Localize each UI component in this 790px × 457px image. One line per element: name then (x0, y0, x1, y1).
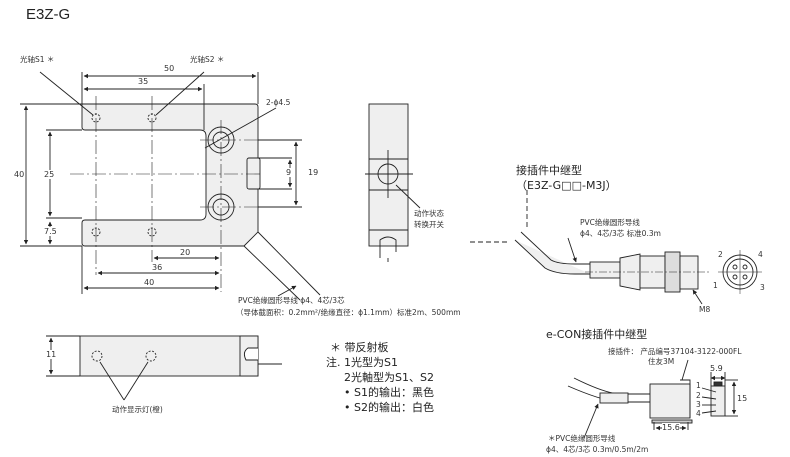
note-line2: 2光軸型为S1、S2 (344, 371, 434, 384)
m8-pin-3: 3 (760, 283, 765, 292)
connector-relay-model: （E3Z-G□□-M3J） (516, 179, 617, 192)
dim-hole-to-s1: 36 (152, 263, 163, 272)
dim-slot-height: 25 (44, 170, 55, 179)
m8-cable-line2: ϕ4、4芯/3芯 标准0.3m (580, 229, 661, 238)
center-lines (70, 96, 262, 292)
note-star: ＊ 带反射板 (330, 341, 389, 354)
econ-connector-drawing (567, 359, 738, 439)
m8-pin-1: 1 (713, 281, 718, 290)
page-title: E3Z-G (26, 6, 71, 23)
dim-lower-arm: 7.5 (44, 227, 57, 236)
econ-cable-line2: ϕ4、4芯/3芯 0.3m/0.5m/2m (546, 445, 649, 454)
m8-connector-drawing (470, 190, 762, 305)
front-dimensions (20, 72, 302, 294)
leader-s1 (39, 71, 94, 116)
econ-pin-2: 2 (696, 391, 701, 400)
econ-connector-line2: 住友3M (648, 357, 675, 366)
m8-cable-line1: PVC绝缘圆形导线 (580, 218, 640, 227)
axis-s2-label: 光轴S2 ＊ (190, 55, 225, 64)
econ-pin-3: 3 (696, 400, 701, 409)
switch-label-line1: 动作状态 (414, 209, 444, 218)
dim-hole-to-s2: 20 (180, 248, 191, 257)
econ-cable-line1: ＊PVC绝缘圆形导线 (548, 434, 616, 443)
econ-pin-4: 4 (696, 409, 701, 418)
switch-label-line2: 转换开关 (414, 220, 444, 229)
side-view-body (365, 103, 421, 262)
switch-leader (395, 184, 421, 209)
dim-axis-span: 35 (138, 77, 149, 86)
econ-dim-length: 15.6 (662, 423, 680, 432)
m8-thread-label: M8 (699, 305, 711, 314)
mount-holes-label: 2-ϕ4.5 (266, 98, 291, 107)
cable-note-line2: （导体截面积：0.2mm²/绝缘直径：ϕ1.1mm）标准2m、500mm (236, 308, 461, 317)
note-line4: • S2的输出：白色 (344, 401, 434, 414)
econ-dim-height: 15 (737, 394, 748, 403)
cable-leader (277, 285, 297, 297)
econ-pin-1: 1 (696, 381, 701, 390)
cable-note-line1: PVC绝缘圆形导线 ϕ4、4芯/3芯 (238, 296, 345, 305)
m8-pin-2: 2 (718, 250, 723, 259)
note-line3: • S1的输出：黑色 (344, 386, 434, 399)
bottom-view-body (46, 335, 282, 401)
note-line1: 注. 1光型为S1 (326, 356, 398, 369)
dim-hole-pitch: 19 (308, 168, 319, 177)
front-view-body (81, 103, 321, 301)
leader-s2 (155, 71, 205, 116)
dim-overall-width: 50 (164, 64, 175, 73)
econ-title: e-CON接插件中继型 (546, 328, 648, 341)
econ-dim-width: 5.9 (710, 364, 723, 373)
dim-body-width: 40 (144, 278, 155, 287)
axis-s1-label: 光轴S1 ＊ (20, 55, 55, 64)
optical-axis-markers (91, 113, 157, 237)
indicator-label: 动作显示灯(橙) (112, 405, 163, 414)
connector-relay-title: 接插件中继型 (516, 164, 582, 177)
m8-pin-4: 4 (758, 250, 763, 259)
leader-holes (204, 107, 277, 149)
econ-connector-line1: 接插件： 产品编号37104-3122-000FL (608, 347, 742, 356)
dim-slot: 9 (286, 168, 292, 177)
dim-thickness: 11 (46, 350, 57, 359)
dim-overall-height: 40 (14, 170, 25, 179)
